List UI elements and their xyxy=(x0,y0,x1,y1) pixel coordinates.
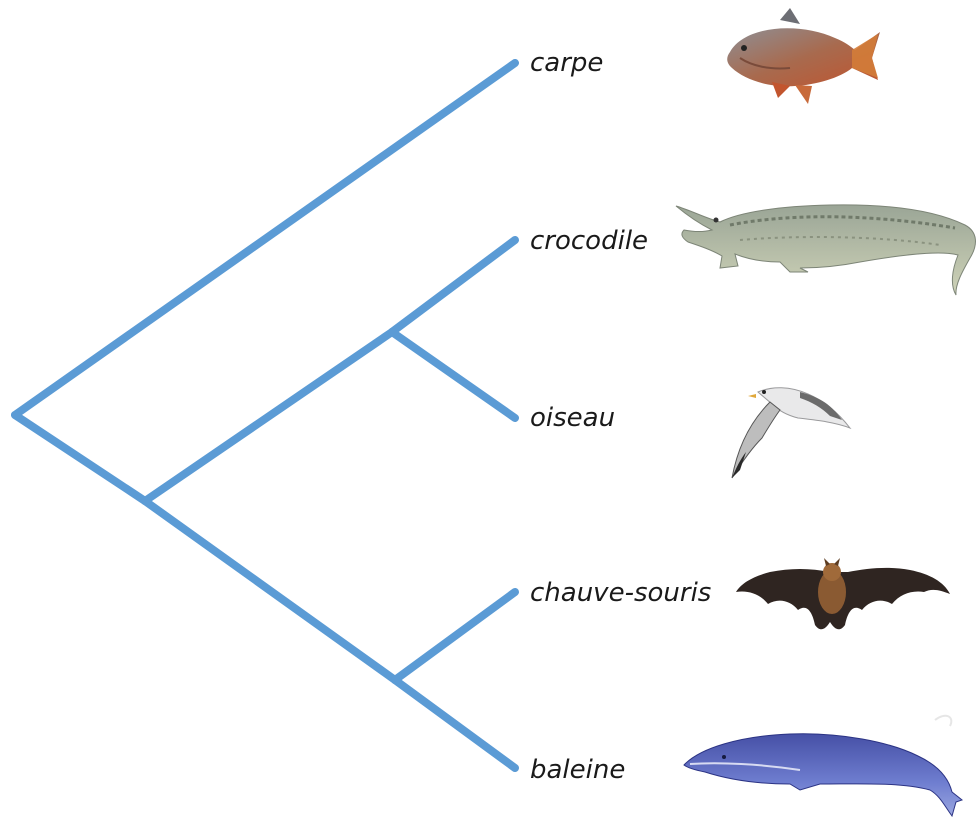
label-crocodile: crocodile xyxy=(530,226,648,256)
bat-icon xyxy=(736,558,950,629)
tree-branches xyxy=(15,63,515,768)
branch-node-b-to-oiseau xyxy=(392,332,515,418)
branch-node-c-to-chauve-souris xyxy=(395,592,515,680)
branch-node-b-to-crocodile xyxy=(392,240,515,332)
whale-icon xyxy=(684,716,962,816)
fish-icon xyxy=(727,8,880,104)
branch-root-to-node-a xyxy=(15,415,145,501)
crocodile-icon xyxy=(676,205,975,295)
branch-node-a-to-node-b xyxy=(145,332,392,501)
branch-node-a-to-node-c xyxy=(145,501,395,680)
label-oiseau: oiseau xyxy=(530,403,615,433)
branch-node-c-to-baleine xyxy=(395,680,515,768)
taxon-labels: carpe crocodile oiseau chauve-souris bal… xyxy=(530,48,711,785)
bird-icon xyxy=(732,388,850,478)
label-carpe: carpe xyxy=(530,48,603,78)
label-baleine: baleine xyxy=(530,755,625,785)
label-chauve-souris: chauve-souris xyxy=(530,578,711,608)
